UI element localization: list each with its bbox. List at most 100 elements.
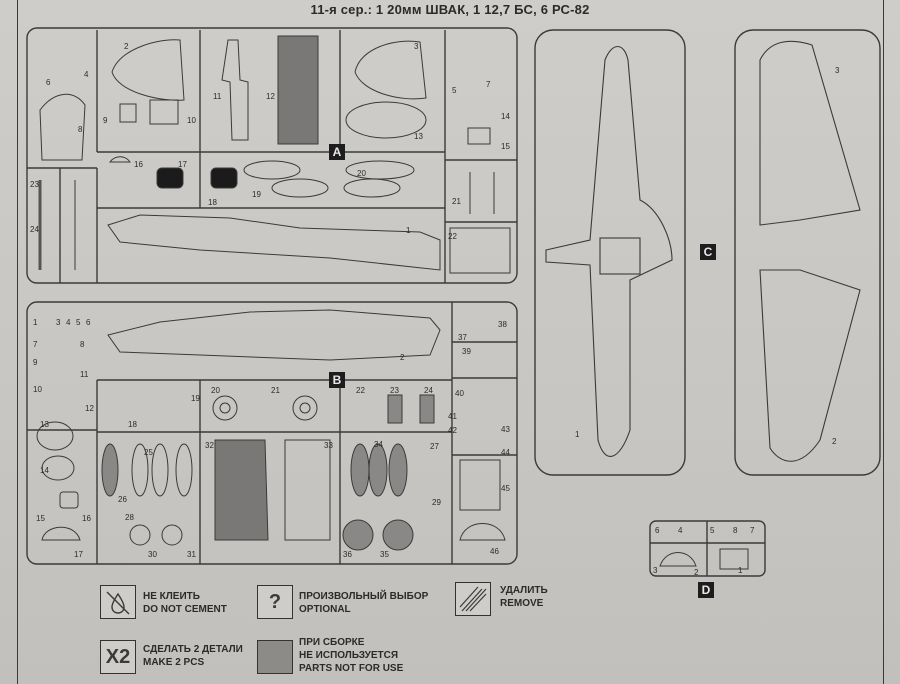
part-number-c-3: 3 [835,66,840,75]
part-number-b-15: 15 [36,514,45,523]
part-number-b-11: 11 [80,370,89,379]
part-number-b-35: 35 [380,550,389,559]
part-number-a-21: 21 [452,197,461,206]
legend-remove-en: REMOVE [500,598,544,609]
make-2-icon: X2 [100,640,136,674]
sprue-b-parts [36,309,506,551]
part-number-b-13: 13 [40,420,49,429]
part-number-a-15: 15 [501,142,510,151]
part-number-a-8: 8 [78,125,83,134]
part-number-b-16: 16 [82,514,91,523]
no-cement-icon [100,585,136,619]
part-number-d-6: 6 [655,526,660,535]
sprue-b-label: B [329,372,345,388]
part-number-d-1: 1 [738,566,743,575]
part-number-b-44: 44 [501,448,510,457]
legend-not-used-text: ПРИ СБОРКЕ НЕ ИСПОЛЬЗУЕТСЯ PARTS NOT FOR… [299,636,403,675]
part-number-d-4: 4 [678,526,683,535]
part-number-b-14: 14 [40,466,49,475]
part-number-a-1: 1 [406,226,411,235]
part-number-b-24: 24 [424,386,433,395]
part-number-b-43: 43 [501,425,510,434]
part-number-a-11: 11 [213,92,222,101]
part-number-b-37: 37 [458,333,467,342]
part-number-b-40: 40 [455,389,464,398]
armament-header: 11-я сер.: 1 20мм ШВАК, 1 12,7 БС, 6 РС-… [310,2,590,17]
optional-icon: ? [257,585,293,619]
part-number-a-19: 19 [252,190,261,199]
sheet-border-left [17,0,18,684]
legend-make-2-en: MAKE 2 PCS [143,657,205,668]
part-number-b-28: 28 [125,513,134,522]
sprue-b-frame [26,301,518,565]
part-number-b-2: 2 [400,353,405,362]
legend-no-cement-text: НЕ КЛЕИТЬ DO NOT CEMENT [143,590,227,616]
part-number-a-3: 3 [414,42,419,51]
part-number-d-5: 5 [710,526,715,535]
part-number-c-1: 1 [575,430,580,439]
part-number-c-2: 2 [832,437,837,446]
part-number-b-12: 12 [85,404,94,413]
part-number-b-7: 7 [33,340,38,349]
part-number-b-21: 21 [271,386,280,395]
part-number-a-9: 9 [103,116,108,125]
sprue-d-parts [659,548,749,570]
part-number-b-38: 38 [498,320,507,329]
part-number-b-31: 31 [187,550,196,559]
part-number-b-1: 1 [33,318,38,327]
part-number-b-45: 45 [501,484,510,493]
part-number-b-5: 5 [76,318,81,327]
part-number-d-7: 7 [750,526,755,535]
legend-optional-ru: ПРОИЗВОЛЬНЫЙ ВЫБОР [299,591,429,602]
part-number-b-33: 33 [324,441,333,450]
part-number-b-30: 30 [148,550,157,559]
part-number-b-22: 22 [356,386,365,395]
sprue-c-parts [545,40,861,462]
part-number-a-14: 14 [501,112,510,121]
part-number-a-20: 20 [357,169,366,178]
part-number-b-29: 29 [432,498,441,507]
part-number-a-2: 2 [124,42,129,51]
legend-no-cement-ru: НЕ КЛЕИТЬ [143,591,200,602]
part-number-d-2: 2 [694,568,699,577]
part-number-b-27: 27 [430,442,439,451]
part-number-b-42: 42 [448,426,457,435]
legend-make-2-text: СДЕЛАТЬ 2 ДЕТАЛИ MAKE 2 PCS [143,643,243,669]
part-number-a-22: 22 [448,232,457,241]
part-number-b-26: 26 [118,495,127,504]
part-number-b-25: 25 [144,448,153,457]
sheet-border-right [883,0,884,684]
sprue-a-label: A [329,144,345,160]
sprue-c-right-frame [734,29,881,476]
legend-not-used-ru-2: НЕ ИСПОЛЬЗУЕТСЯ [299,650,399,661]
part-number-b-3: 3 [56,318,61,327]
part-number-b-19: 19 [191,394,200,403]
sprue-a-parts [38,35,511,274]
no-glue-symbol [106,591,130,615]
remove-hatch-symbol [459,586,487,612]
part-number-a-16: 16 [134,160,143,169]
legend-no-cement-en: DO NOT CEMENT [143,604,227,615]
part-number-a-4: 4 [84,70,89,79]
part-number-b-41: 41 [448,412,457,421]
part-number-b-10: 10 [33,385,42,394]
sprue-a-frame [26,27,518,284]
part-number-b-32: 32 [205,441,214,450]
part-number-b-8: 8 [80,340,85,349]
remove-icon [455,582,491,616]
part-number-b-23: 23 [390,386,399,395]
make-2-symbol: X2 [105,646,131,668]
part-number-a-12: 12 [266,92,275,101]
part-number-b-17: 17 [74,550,83,559]
part-number-a-5: 5 [452,86,457,95]
part-number-b-4: 4 [66,318,71,327]
part-number-b-46: 46 [490,547,499,556]
part-number-b-9: 9 [33,358,38,367]
legend-make-2-ru: СДЕЛАТЬ 2 ДЕТАЛИ [143,644,243,655]
part-number-d-3: 3 [653,566,658,575]
legend-remove-ru: УДАЛИТЬ [500,585,548,596]
part-number-b-18: 18 [128,420,137,429]
not-used-swatch [257,640,293,674]
part-number-a-7: 7 [486,80,491,89]
